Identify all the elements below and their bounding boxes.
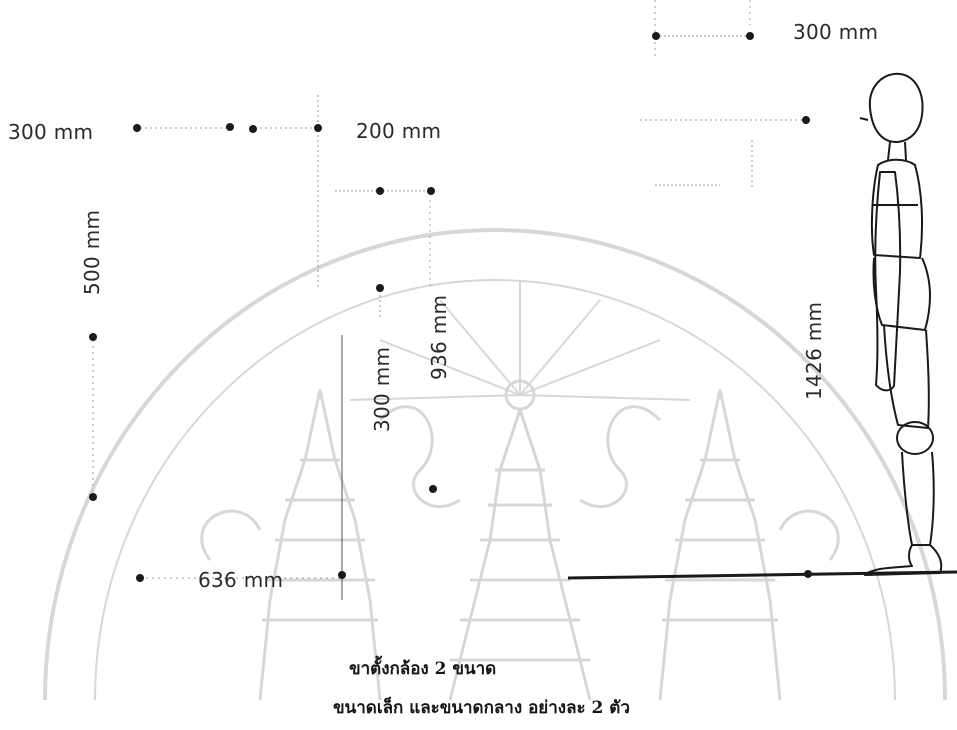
dim-tall-height: 936 mm bbox=[427, 294, 451, 380]
dim-base-width: 636 mm bbox=[198, 568, 284, 592]
dim-middle-width: 200 mm bbox=[356, 119, 442, 143]
watermark-seal bbox=[43, 228, 947, 701]
dimension-dots bbox=[89, 32, 812, 582]
ground-line bbox=[567, 570, 957, 580]
dot bbox=[249, 125, 257, 133]
dim-short-height: 300 mm bbox=[370, 346, 394, 432]
dot bbox=[746, 32, 754, 40]
guide-lines bbox=[92, 0, 805, 600]
dot bbox=[89, 333, 97, 341]
dim-left-height: 500 mm bbox=[80, 209, 104, 295]
caption-line-1: ขาตั้งกล้อง 2 ขนาด bbox=[349, 659, 497, 679]
dim-figure-height: 1426 mm bbox=[802, 301, 826, 400]
dim-left-width: 300 mm bbox=[8, 120, 94, 144]
dot bbox=[314, 124, 322, 132]
caption-line-2: ขนาดเล็ก และขนาดกลาง อย่างละ 2 ตัว bbox=[333, 698, 630, 718]
dot bbox=[804, 570, 812, 578]
dot bbox=[652, 32, 660, 40]
dot bbox=[376, 284, 384, 292]
dot bbox=[802, 116, 810, 124]
dim-top-right-width: 300 mm bbox=[793, 20, 879, 44]
dot bbox=[89, 493, 97, 501]
dot bbox=[427, 187, 435, 195]
dot bbox=[429, 485, 437, 493]
dot bbox=[226, 123, 234, 131]
dot bbox=[338, 571, 346, 579]
human-figure bbox=[859, 72, 943, 576]
dot bbox=[136, 574, 144, 582]
dot bbox=[133, 124, 141, 132]
dot bbox=[376, 187, 384, 195]
